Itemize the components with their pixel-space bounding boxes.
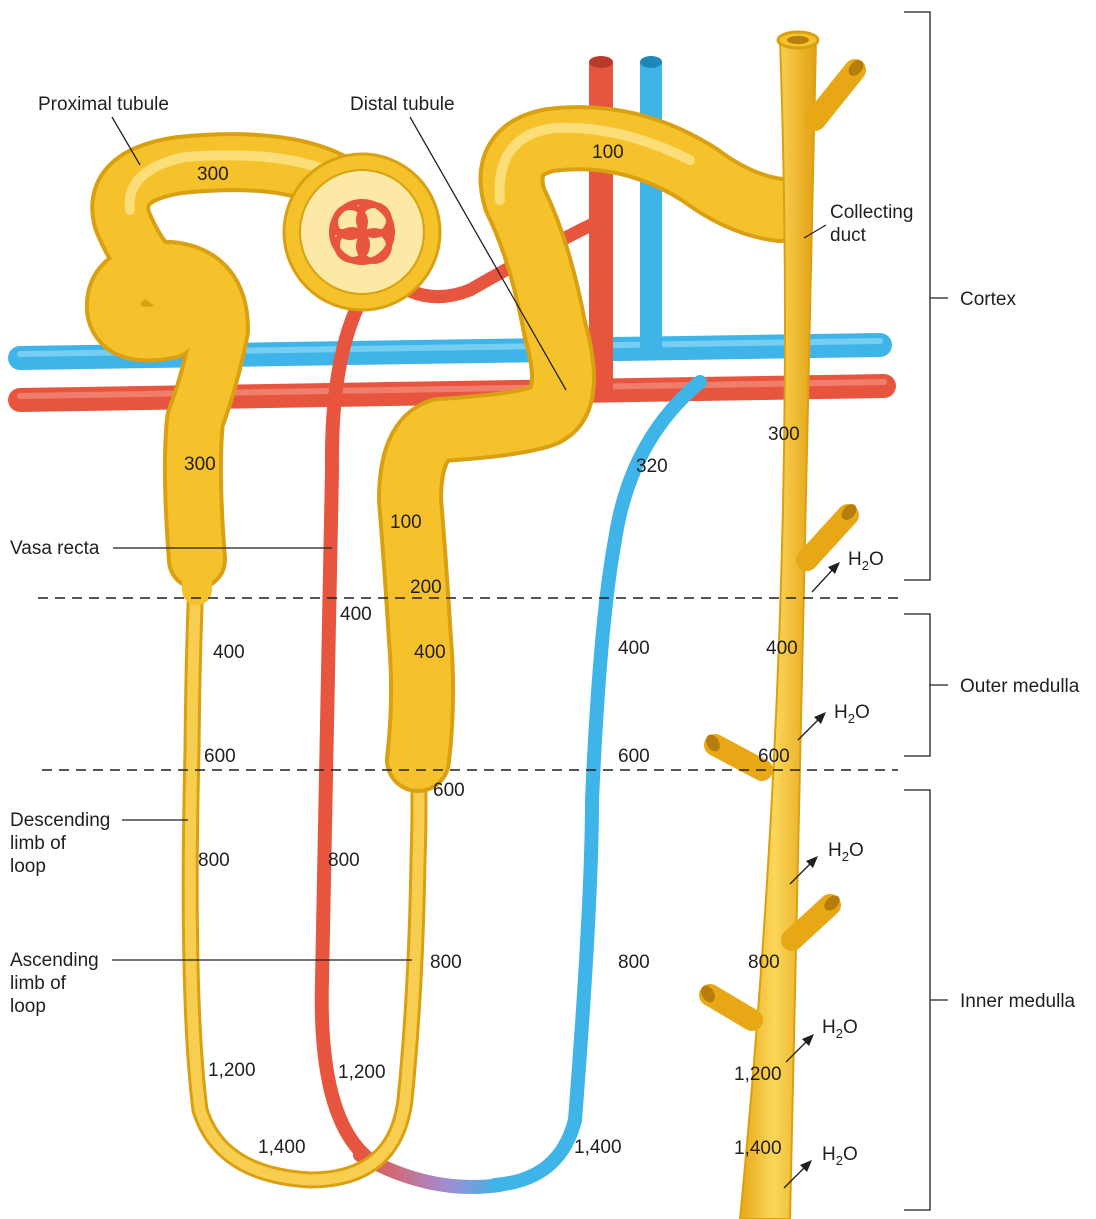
label-descending-1: Descending xyxy=(10,810,110,831)
svg-text:H2O: H2O xyxy=(848,549,884,573)
osm-cd-300: 300 xyxy=(768,424,800,445)
h2o-2: 2 xyxy=(862,558,869,573)
osm-ascending-400: 400 xyxy=(414,642,446,663)
label-vasa-recta: Vasa recta xyxy=(10,538,100,559)
h2o-h: H xyxy=(834,702,848,723)
region-label-cortex: Cortex xyxy=(960,289,1016,310)
osm-vein-400: 400 xyxy=(618,638,650,659)
osm-vasa-400: 400 xyxy=(340,604,372,625)
svg-text:H2O: H2O xyxy=(822,1144,858,1168)
h2o-h: H xyxy=(848,549,862,570)
label-descending-3: loop xyxy=(10,856,46,877)
osm-descending-400: 400 xyxy=(213,642,245,663)
inner-medulla-bracket xyxy=(904,790,948,1210)
glomerulus xyxy=(332,202,392,262)
osm-cd-1400: 1,400 xyxy=(734,1138,782,1159)
osm-vasa-1200: 1,200 xyxy=(338,1062,386,1083)
osm-descending-1400: 1,400 xyxy=(258,1137,306,1158)
osm-vein-1400: 1,400 xyxy=(574,1137,622,1158)
h2o-h: H xyxy=(828,840,842,861)
osm-vein-800: 800 xyxy=(618,952,650,973)
osm-cd-800: 800 xyxy=(748,952,780,973)
h2o-h: H xyxy=(822,1144,836,1165)
osm-ascending-800: 800 xyxy=(430,952,462,973)
h2o-o: O xyxy=(869,549,884,570)
osm-proximal-top: 300 xyxy=(197,164,229,185)
label-collecting-duct-2: duct xyxy=(830,225,867,246)
h2o-2: 2 xyxy=(842,849,849,864)
svg-text:H2O: H2O xyxy=(834,702,870,726)
svg-text:H2O: H2O xyxy=(828,840,864,864)
label-ascending-2: limb of xyxy=(10,973,67,994)
osm-vein-320: 320 xyxy=(636,456,668,477)
h2o-o: O xyxy=(843,1017,858,1038)
h2o-o: O xyxy=(855,702,870,723)
vein-vertical xyxy=(640,56,662,352)
svg-text:H2O: H2O xyxy=(822,1017,858,1041)
label-distal-tubule: Distal tubule xyxy=(350,94,455,115)
label-collecting-duct-1: Collecting xyxy=(830,202,913,223)
label-ascending-3: loop xyxy=(10,996,46,1017)
osm-distal-100: 100 xyxy=(592,142,624,163)
osm-vein-600: 600 xyxy=(618,746,650,767)
water-arrow-5: H2O xyxy=(784,1144,858,1188)
h2o-2: 2 xyxy=(836,1026,843,1041)
osm-cd-1200: 1,200 xyxy=(734,1064,782,1085)
h2o-h: H xyxy=(822,1017,836,1038)
water-arrow-4: H2O xyxy=(786,1017,858,1062)
osm-cd-400: 400 xyxy=(766,638,798,659)
label-ascending-1: Ascending xyxy=(10,950,99,971)
osm-vasa-800: 800 xyxy=(328,850,360,871)
water-arrow-3: H2O xyxy=(790,840,864,884)
osm-proximal-lower: 300 xyxy=(184,454,216,475)
osm-ascending-600: 600 xyxy=(433,780,465,801)
vasa-recta-vein-limb xyxy=(495,382,700,1185)
cortex-bracket xyxy=(904,12,948,580)
h2o-2: 2 xyxy=(836,1153,843,1168)
h2o-o: O xyxy=(849,840,864,861)
region-label-inner-medulla: Inner medulla xyxy=(960,991,1076,1012)
h2o-2: 2 xyxy=(848,711,855,726)
h2o-o: O xyxy=(843,1144,858,1165)
osm-ascending-200: 200 xyxy=(410,577,442,598)
osm-cd-600: 600 xyxy=(758,746,790,767)
osmolarity-values: 300 300 400 600 800 1,200 1,400 400 800 … xyxy=(184,142,800,1159)
outer-medulla-bracket xyxy=(904,614,948,756)
osm-descending-600: 600 xyxy=(204,746,236,767)
region-label-outer-medulla: Outer medulla xyxy=(960,676,1080,697)
water-arrow-2: H2O xyxy=(798,702,870,740)
label-proximal-tubule: Proximal tubule xyxy=(38,94,169,115)
osm-ascending-100: 100 xyxy=(390,512,422,533)
osm-descending-800: 800 xyxy=(198,850,230,871)
label-descending-2: limb of xyxy=(10,833,67,854)
osm-descending-1200: 1,200 xyxy=(208,1060,256,1081)
